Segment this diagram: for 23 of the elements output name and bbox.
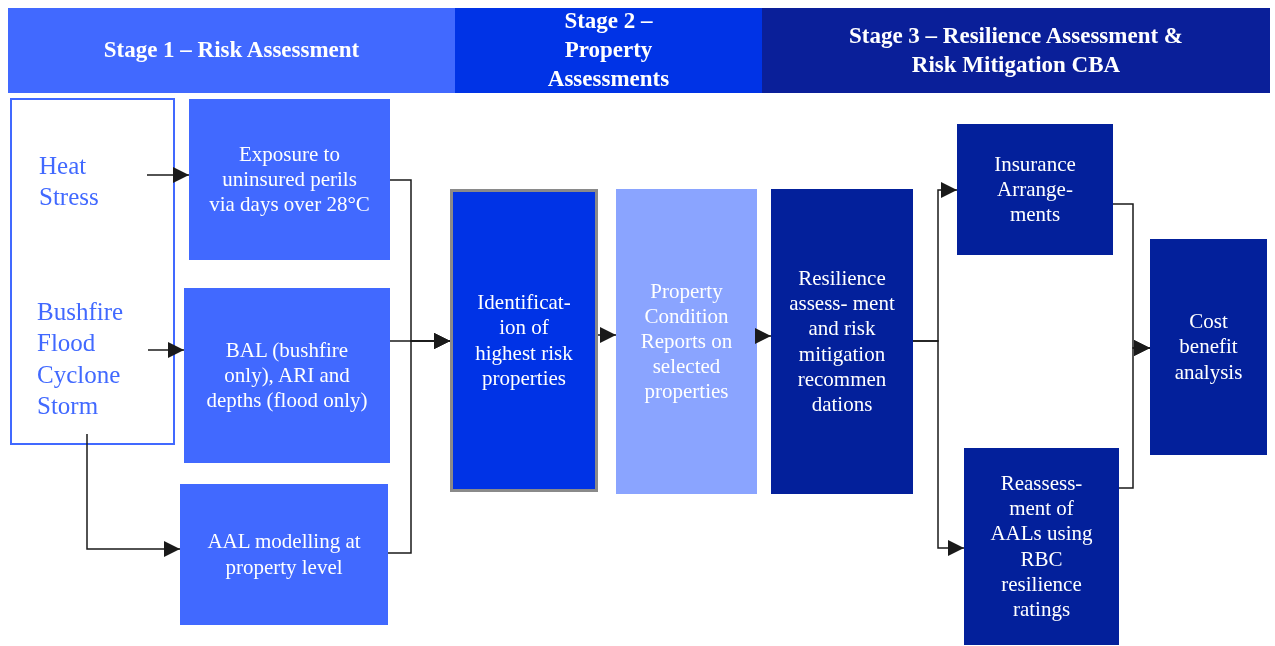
arrow (147, 342, 185, 358)
process-box: Cost benefit analysis (1150, 239, 1267, 455)
process-box: Reassess- ment of AALs using RBC resilience ratings (964, 448, 1119, 645)
arrow (597, 327, 617, 343)
process-box: Identificat- ion of highest risk properties (450, 189, 598, 492)
process-box: Insurance Arrange- ments (957, 124, 1113, 255)
arrow (387, 333, 451, 554)
hazard-label: Heat Stress (39, 151, 100, 213)
arrow (146, 167, 190, 183)
stage-header: Stage 1 – Risk Assessment (8, 8, 455, 93)
arrow (755, 328, 772, 344)
process-box: Resilience assess- ment and risk mitigation recommen dations (771, 189, 913, 494)
process-box: AAL modelling at property level (180, 484, 388, 625)
process-box: BAL (bushfire only), ARI and depths (flood only) (184, 288, 390, 463)
hazard-group-box (10, 98, 175, 445)
process-box: Property Condition Reports on selected properties (616, 189, 757, 494)
stage-header: Stage 3 – Resilience Assessment & Risk Mitigation CBA (762, 8, 1270, 93)
arrow (86, 433, 181, 557)
arrow (1118, 340, 1151, 489)
arrow (912, 340, 965, 556)
stage-header: Stage 2 – Property Assessments (455, 8, 762, 93)
process-box: Exposure to uninsured perils via days over 28°C (189, 99, 390, 260)
hazard-label: Bushfire Flood Cyclone Storm (37, 297, 125, 421)
